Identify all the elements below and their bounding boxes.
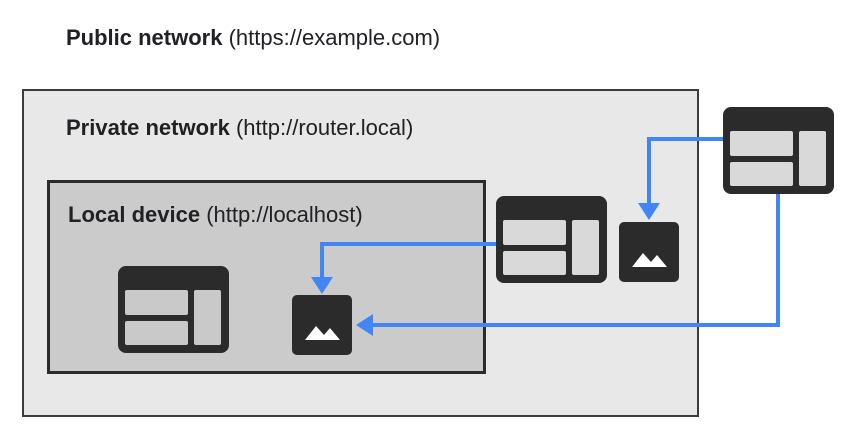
private-network-url: (http://router.local) [235, 115, 414, 140]
local-image-icon [292, 295, 352, 355]
private-image-icon [619, 222, 679, 282]
public-page-icon [723, 107, 834, 194]
private-network-label: Private network (http://router.local) [66, 117, 413, 139]
local-device-url: (http://localhost) [206, 202, 363, 227]
local-page-icon [118, 266, 229, 353]
private-network-name: Private network [66, 115, 230, 140]
public-network-url: (https://example.com) [228, 25, 441, 50]
public-network-name: Public network [66, 25, 223, 50]
public-network-label: Public network (https://example.com) [66, 27, 440, 49]
local-device-label: Local device (http://localhost) [68, 204, 363, 226]
private-page-icon [496, 196, 607, 283]
local-device-name: Local device [68, 202, 201, 227]
